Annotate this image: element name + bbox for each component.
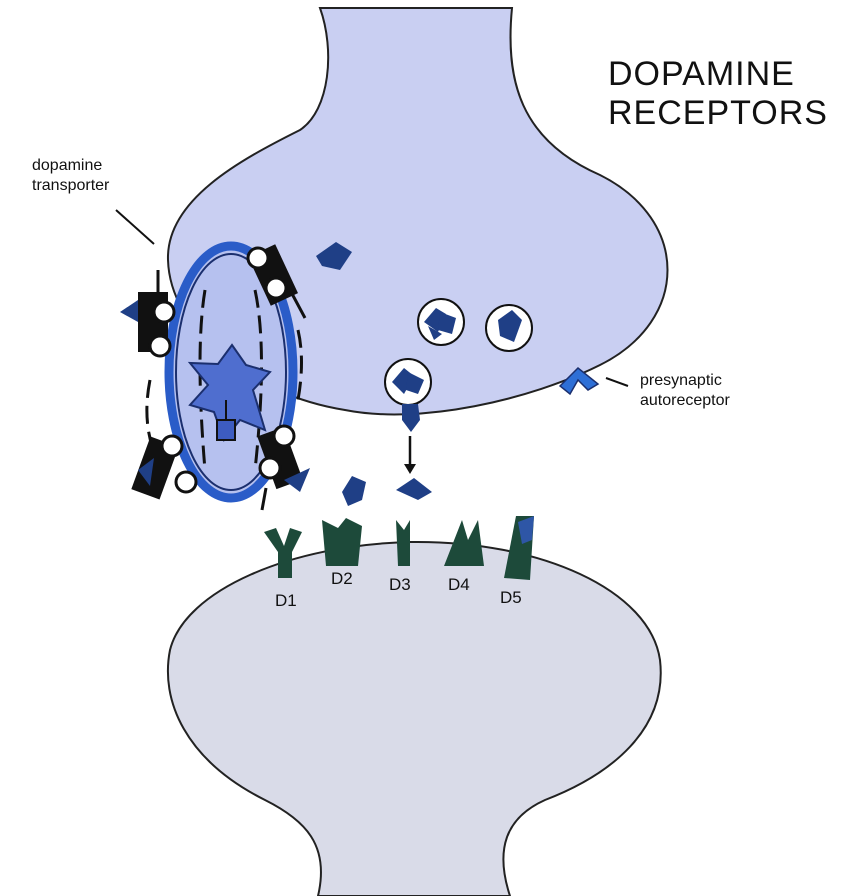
receptor-d3: [396, 520, 410, 566]
receptor-label-d3: D3: [389, 575, 411, 594]
title-line-1: DOPAMINE: [608, 55, 795, 93]
vesicle-2: [486, 305, 532, 351]
postsynaptic-cell: [168, 542, 661, 896]
vesicle-1: [418, 299, 464, 345]
dopamine-molecule-cleft-2: [396, 478, 432, 500]
transporter-leader: [116, 210, 154, 244]
receptor-d2: [322, 518, 362, 566]
dopamine-transporter: [120, 244, 310, 510]
transporter-label-line-2: transporter: [32, 177, 110, 194]
autoreceptor-leader: [606, 378, 628, 386]
receptor-label-d4: D4: [448, 575, 470, 594]
transporter-label-line-1: dopamine: [32, 157, 102, 174]
title-line-2: RECEPTORS: [608, 94, 828, 132]
autoreceptor-label-line-2: autoreceptor: [640, 392, 731, 409]
receptor-label-d1: D1: [275, 591, 297, 610]
dopamine-molecule-released: [402, 404, 420, 432]
receptor-label-d5: D5: [500, 588, 522, 607]
protein-box: [217, 420, 235, 440]
dopamine-molecule-cleft-1: [342, 476, 366, 506]
transporter-unit-left-upper: [120, 270, 174, 356]
receptor-d5: [504, 516, 534, 580]
autoreceptor-label-line-1: presynaptic: [640, 372, 722, 389]
vesicle-3-releasing: [385, 359, 431, 405]
transporter-unit-right-lower: [257, 426, 310, 510]
receptor-label-d2: D2: [331, 569, 353, 588]
